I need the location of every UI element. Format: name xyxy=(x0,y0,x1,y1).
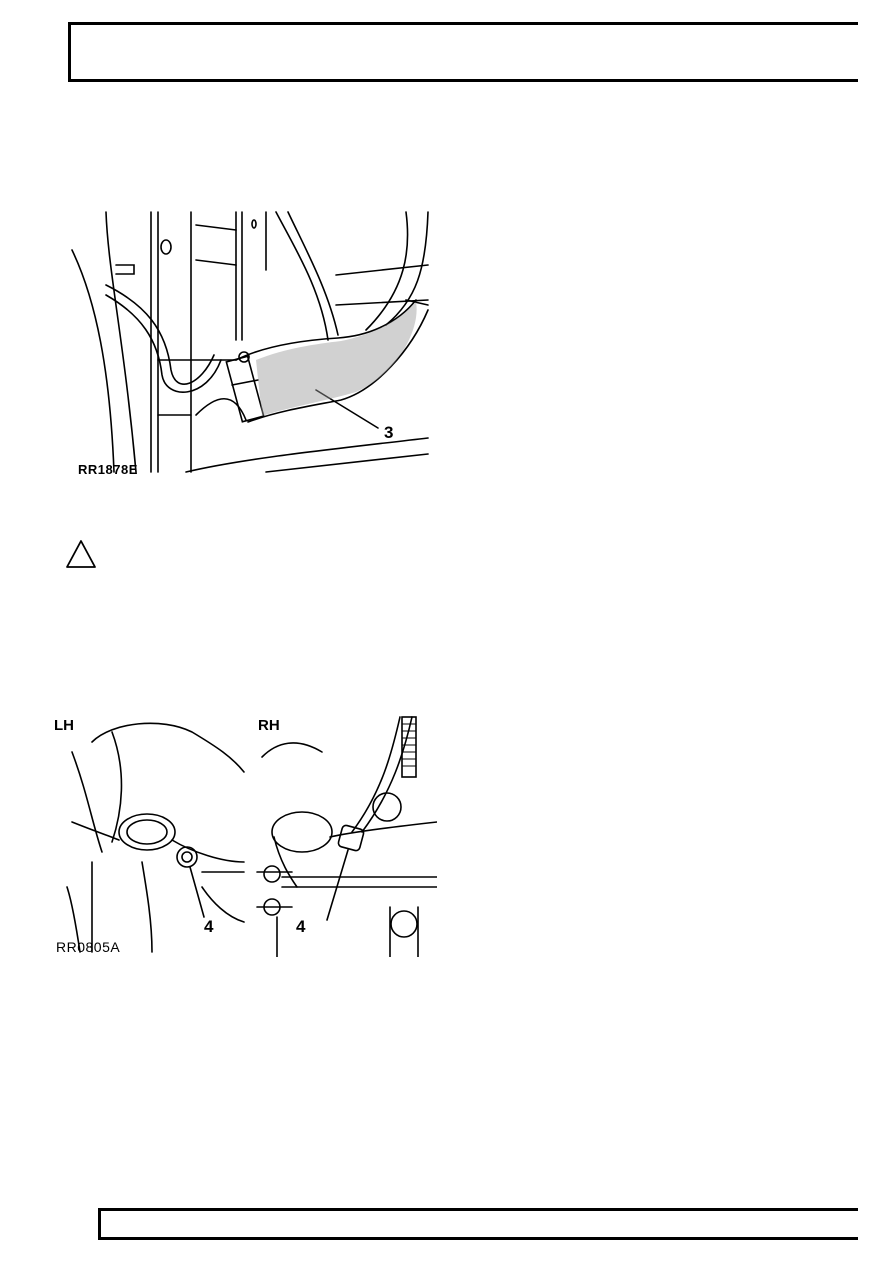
radiator-hose-illustration xyxy=(71,211,429,473)
label-rh: RH xyxy=(258,717,280,734)
drain-plugs-illustration xyxy=(66,716,437,957)
figure-radiator-hose: 3 RR1878E xyxy=(66,210,436,477)
label-lh: LH xyxy=(54,717,74,734)
figure-drain-plugs: LH RH xyxy=(52,712,437,957)
callout-3: 3 xyxy=(384,423,394,442)
figure-ref-rr0805a: RR0805A xyxy=(56,939,121,955)
caution-triangle-icon xyxy=(66,540,96,568)
figure-ref-rr1878e: RR1878E xyxy=(78,462,138,477)
callout-4-right: 4 xyxy=(296,917,306,936)
page-footer-box xyxy=(98,1208,858,1240)
page-header-box xyxy=(68,22,858,82)
callout-4-left: 4 xyxy=(204,917,214,936)
hose-shading xyxy=(256,302,417,416)
